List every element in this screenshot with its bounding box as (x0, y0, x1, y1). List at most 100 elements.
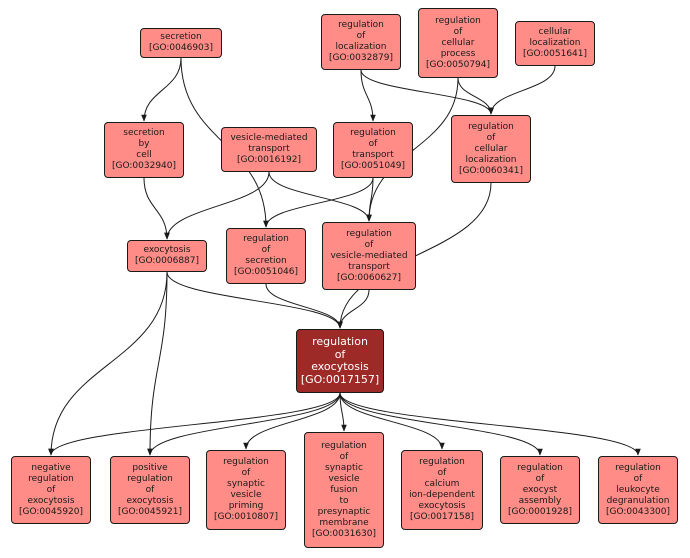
node-label-line: regulation (312, 335, 368, 348)
node-label-line: regulation (223, 457, 269, 467)
node-exocytosis[interactable]: exocytosis[GO:0006887] (127, 240, 207, 272)
node-label-line: to (339, 495, 349, 506)
node-label-line: [GO:0032940] (111, 161, 177, 171)
edge-cellular_localization-to-regulation_of_cellular_localization (488, 65, 556, 115)
node-label-line: of (453, 26, 463, 37)
node-label-line: calcium (424, 479, 460, 489)
node-label-line: [GO:0051046] (233, 267, 299, 277)
node-label-line: vesicle (328, 473, 360, 484)
node-label-line: transport (348, 261, 390, 272)
node-label-line: transport (248, 144, 290, 154)
node-label-line: regulation (321, 440, 367, 451)
node-label-line: localization (529, 38, 581, 48)
node-label-line: exocytosis (126, 495, 174, 506)
node-label-line: regulation (435, 15, 481, 26)
node-label-line: regulation (468, 121, 514, 132)
edge-regulation_of_exocytosis-to-positive_regulation_of_exocytosis (147, 392, 341, 456)
node-label-line: exocytosis (27, 495, 75, 506)
node-label-line: [GO:0010807] (213, 512, 279, 522)
edge-vesicle_mediated_transport-to-regulation_of_vesicle_mediated_transport (268, 171, 372, 222)
node-label-line: presynaptic (317, 506, 371, 517)
node-label-line: of (486, 132, 496, 143)
node-label-line: of (339, 451, 349, 462)
node-label-line: of (241, 468, 251, 478)
edge-exocytosis-to-regulation_of_exocytosis (166, 271, 343, 329)
node-label-line: of (356, 31, 366, 41)
node-label-line: assembly (518, 495, 562, 506)
node-secretion[interactable]: secretion[GO:0046903] (140, 28, 222, 58)
edge-regulation_of_localization-to-regulation_of_cellular_localization (360, 69, 494, 115)
node-label-line: cellular (538, 27, 572, 37)
node-label-line: of (261, 245, 271, 255)
node-label-line: exocytosis (418, 501, 466, 511)
edge-exocytosis-to-positive_regulation_of_exocytosis (147, 271, 168, 456)
node-label-line: priming (228, 501, 264, 511)
node-label-line: of (535, 473, 545, 484)
node-label-line: secretion (123, 128, 165, 138)
node-label-line: degranulation (606, 495, 670, 506)
edge-secretion_by_cell-to-exocytosis (143, 177, 170, 240)
node-label-line: regulation (338, 20, 384, 30)
node-label-line: localization (335, 42, 387, 52)
edge-exocytosis-to-negative_regulation_of_exocytosis (48, 271, 168, 456)
node-label-line: of (364, 239, 374, 250)
node-label-line: of (145, 484, 155, 495)
node-label-line: vesicle-mediated (230, 133, 308, 143)
edge-vesicle_mediated_transport-to-exocytosis (164, 171, 270, 240)
node-label-line: [GO:0017157] (300, 372, 380, 386)
node-label-line: [GO:0060627] (336, 272, 402, 283)
node-label-line: regulation (127, 473, 173, 484)
node-label-line: regulation (419, 457, 465, 467)
edge-regulation_of_exocytosis-to-negative_regulation_of_exocytosis (48, 392, 341, 456)
edge-regulation_of_secretion-to-regulation_of_exocytosis (265, 283, 343, 329)
edge-regulation_of_transport-to-regulation_of_vesicle_mediated_transport (366, 177, 374, 222)
node-label-line: [GO:0046903] (148, 43, 214, 53)
edge-regulation_of_transport-to-regulation_of_secretion (263, 177, 374, 228)
node-label-line: cellular (441, 37, 475, 48)
node-label-line: [GO:0016192] (236, 155, 302, 165)
node-label-line: regulation (350, 128, 396, 138)
edge-regulation_of_exocytosis-to-regulation_of_exocyst_assembly (339, 392, 543, 456)
node-label-line: [GO:0017158] (409, 512, 475, 522)
node-label-line: regulation (346, 228, 392, 239)
node-label-line: transport (352, 150, 394, 160)
node-label-line: secretion (245, 256, 287, 266)
edge-regulation_of_localization-to-regulation_of_transport (360, 69, 376, 122)
edge-regulation_of_exocytosis-to-regulation_of_synaptic_vesicle_priming (243, 392, 341, 450)
node-label-line: regulation (243, 234, 289, 244)
edge-regulation_of_cellular_process-to-regulation_of_cellular_localization (457, 77, 494, 115)
node-label-line: positive (132, 462, 168, 473)
node-label-line: synaptic (325, 462, 363, 473)
node-label-line: leukocyte (616, 484, 660, 495)
node-label-line: ion-dependent (409, 490, 475, 500)
edge-regulation_of_exocytosis-to-regulation_of_synaptic_vesicle_fusion (339, 392, 347, 432)
node-label-line: exocytosis (311, 360, 369, 373)
node-label-line: regulation (615, 462, 661, 473)
node-label-line: of (368, 139, 378, 149)
node-label-line: of (437, 468, 447, 478)
node-label-line: cell (136, 150, 152, 160)
node-label-line: cellular (474, 143, 508, 154)
edge-regulation_of_exocytosis-to-regulation_of_leukocyte_degranulation (339, 392, 641, 456)
node-label-line: [GO:0051049] (340, 161, 406, 171)
node-label-line: [GO:0050794] (425, 59, 491, 70)
node-label-line: [GO:0006887] (134, 256, 200, 266)
node-label-line: exocytosis (143, 245, 191, 255)
